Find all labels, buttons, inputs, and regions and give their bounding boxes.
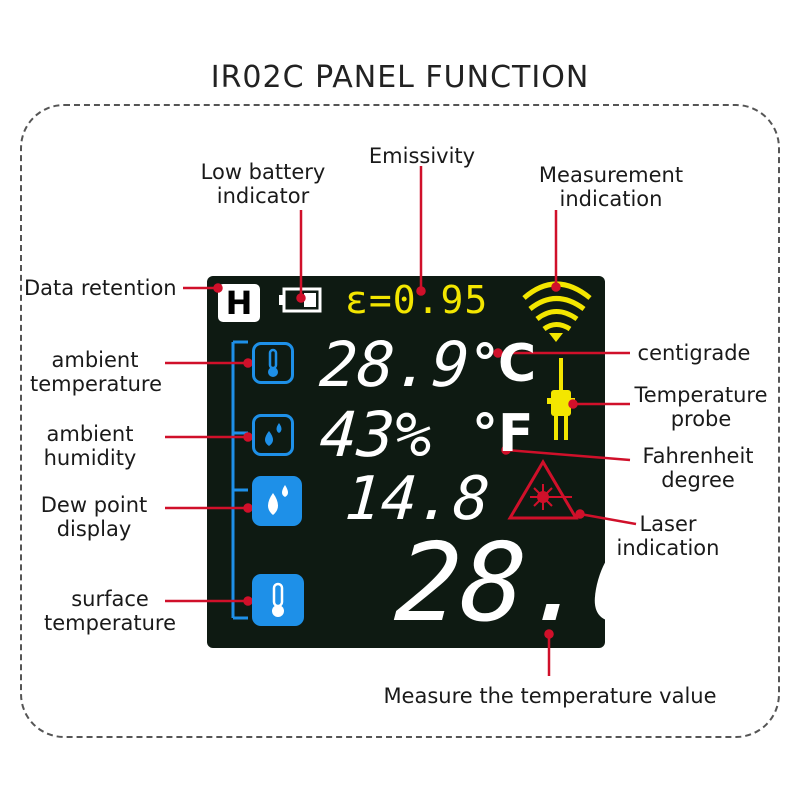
low-battery-label: Low battery indicator xyxy=(200,160,326,208)
celsius-unit: °C xyxy=(472,334,537,394)
laser-indication-label: Laser indication xyxy=(616,512,720,560)
probe-icon xyxy=(547,358,575,440)
icon-bracket xyxy=(231,340,248,620)
temperature-probe-label: Temperature probe xyxy=(634,383,768,431)
fahrenheit-label: Fahrenheit degree xyxy=(642,444,754,492)
fahrenheit-unit: °F xyxy=(472,404,534,464)
centigrade-label: centigrade xyxy=(637,341,751,365)
measure-value-label: Measure the temperature value xyxy=(383,684,717,708)
surface-temperature-label: surface temperature xyxy=(44,587,176,635)
humidity-value: 43% xyxy=(317,398,435,471)
emissivity-label: Emissivity xyxy=(368,144,476,168)
thermometer-icon xyxy=(252,342,294,384)
diagram-frame xyxy=(20,104,780,738)
water-drop-icon xyxy=(252,414,294,456)
ambient-temp-value: 28.9 xyxy=(317,328,472,401)
dew-point-label: Dew point display xyxy=(40,493,148,541)
ambient-temperature-label: ambient temperature xyxy=(30,348,162,396)
pointer-lines xyxy=(165,166,637,676)
page-title: IR02C PANEL FUNCTION xyxy=(210,60,590,95)
hold-indicator: H xyxy=(218,284,260,322)
data-retention-label: Data retention xyxy=(24,276,177,300)
surface-thermometer-icon xyxy=(252,574,304,626)
emissivity-readout: ε=0.95 xyxy=(345,278,489,322)
laser-warning-icon xyxy=(507,459,579,520)
dew-drop-icon xyxy=(252,476,302,526)
ambient-humidity-label: ambient humidity xyxy=(43,422,137,470)
measurement-indication-label: Measurement indication xyxy=(538,163,684,211)
